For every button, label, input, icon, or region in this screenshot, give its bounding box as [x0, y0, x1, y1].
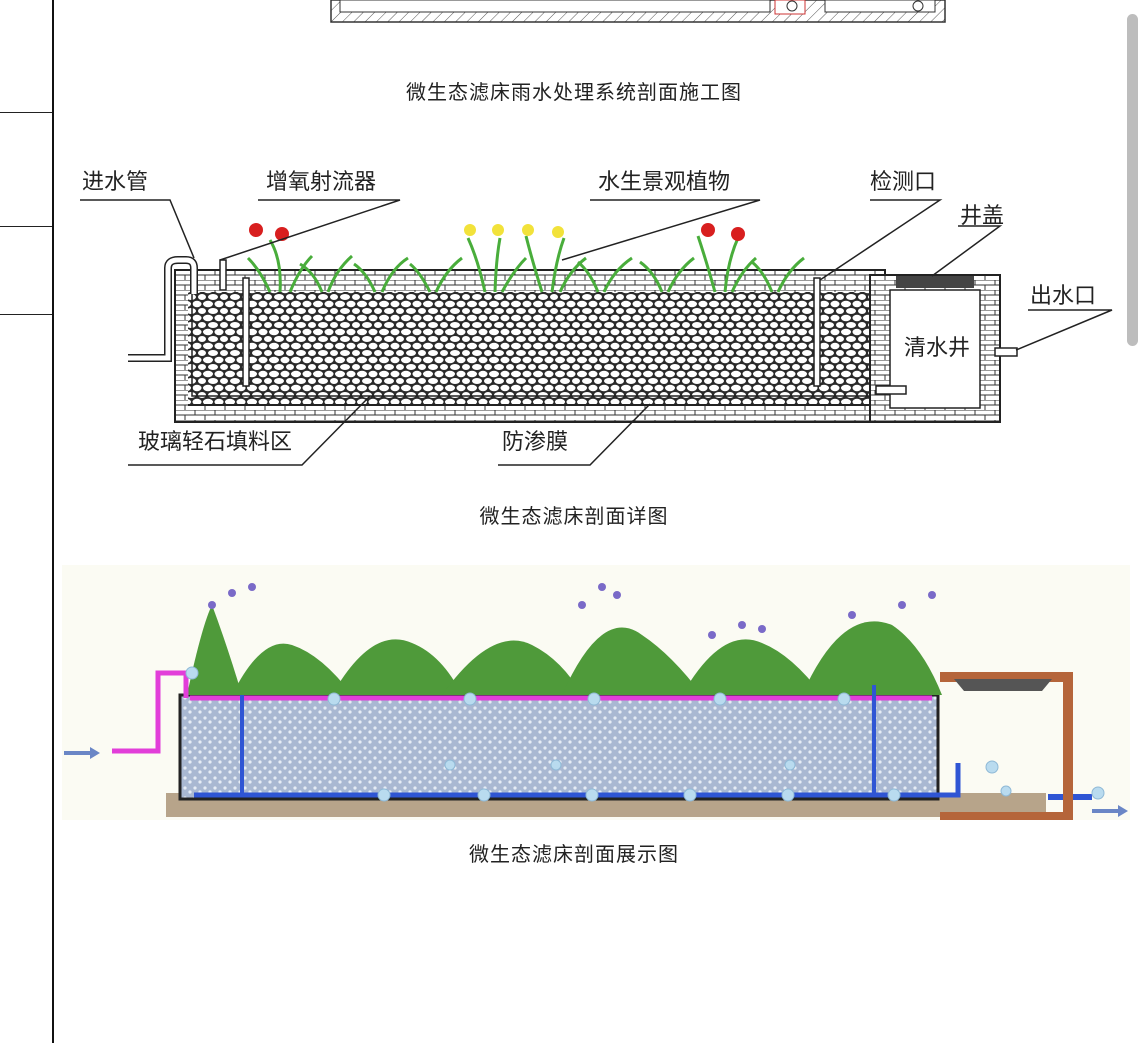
detail-diagram-graphic: [80, 199, 1113, 466]
label-clear-well: 清水井: [904, 336, 971, 361]
label-inspection-port: 检测口: [870, 170, 937, 195]
caption-display-drawing: 微生态滤床剖面展示图: [469, 842, 679, 866]
label-membrane: 防渗膜: [502, 430, 569, 455]
label-inlet-pipe: 进水管: [82, 170, 149, 195]
rail-cell: [0, 0, 52, 113]
caption-construction-drawing: 微生态滤床雨水处理系统剖面施工图: [406, 80, 742, 104]
label-aerator: 增氧射流器: [266, 170, 377, 195]
display-render-graphic: [62, 565, 1130, 822]
construction-drawing-cropped: [330, 0, 946, 23]
caption-detail-drawing: 微生态滤床剖面详图: [479, 504, 669, 528]
label-aquatic-plants: 水生景观植物: [598, 170, 731, 195]
label-well-cover: 井盖: [960, 204, 1005, 229]
left-margin-rail: [0, 0, 54, 1043]
label-filler-zone: 玻璃轻石填料区: [138, 430, 293, 455]
vertical-scrollbar[interactable]: [1127, 14, 1138, 346]
detail-cross-section-diagram: 进水管 增氧射流器 水生景观植物 检测口 井盖 出水口 清水井 玻璃轻石填料区 …: [70, 160, 1125, 480]
display-render-image: [62, 565, 1130, 822]
rail-cell: [0, 112, 52, 227]
label-outlet: 出水口: [1030, 284, 1097, 309]
rail-cell: [0, 226, 52, 315]
